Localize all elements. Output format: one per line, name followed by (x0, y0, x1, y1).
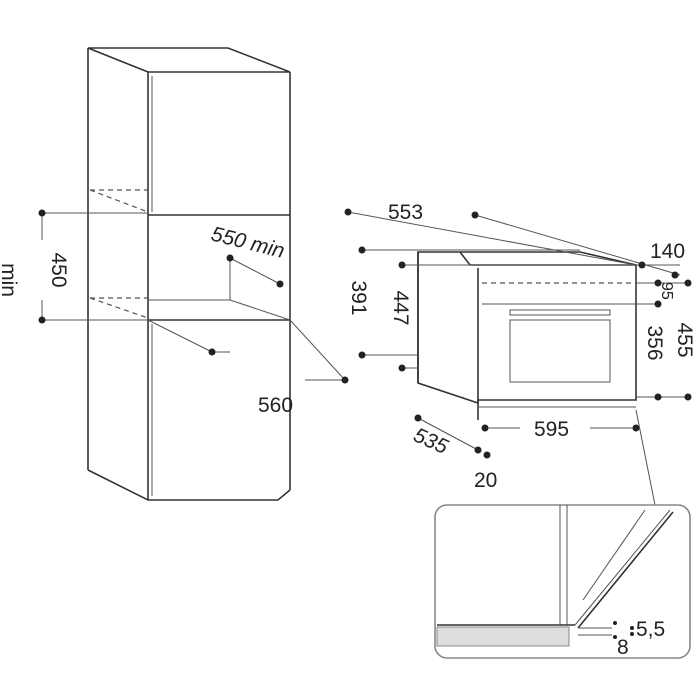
dim-140: 140 (650, 240, 685, 263)
dim-356: 356 (643, 325, 666, 360)
detail-inset (434, 504, 691, 659)
cabinet-drawing (38, 47, 349, 501)
dim-455: 455 (673, 322, 696, 357)
dim-20: 20 (474, 469, 497, 492)
dim-cabinet-height-min: min (0, 263, 20, 297)
dim-535: 535 (410, 424, 452, 459)
oven-drawing (344, 208, 692, 506)
dim-cabinet-width: 560 (258, 394, 293, 417)
dim-cabinet-height: 450 (47, 252, 70, 287)
dim-595: 595 (534, 418, 569, 441)
dim-5-5: 5,5 (636, 618, 665, 641)
dim-553: 553 (388, 201, 423, 224)
dim-391: 391 (347, 280, 370, 315)
dim-447: 447 (389, 290, 412, 325)
dim-cabinet-depth: 550 min (209, 223, 287, 263)
dim-8: 8 (617, 636, 629, 659)
dim-95: 95 (658, 282, 675, 300)
